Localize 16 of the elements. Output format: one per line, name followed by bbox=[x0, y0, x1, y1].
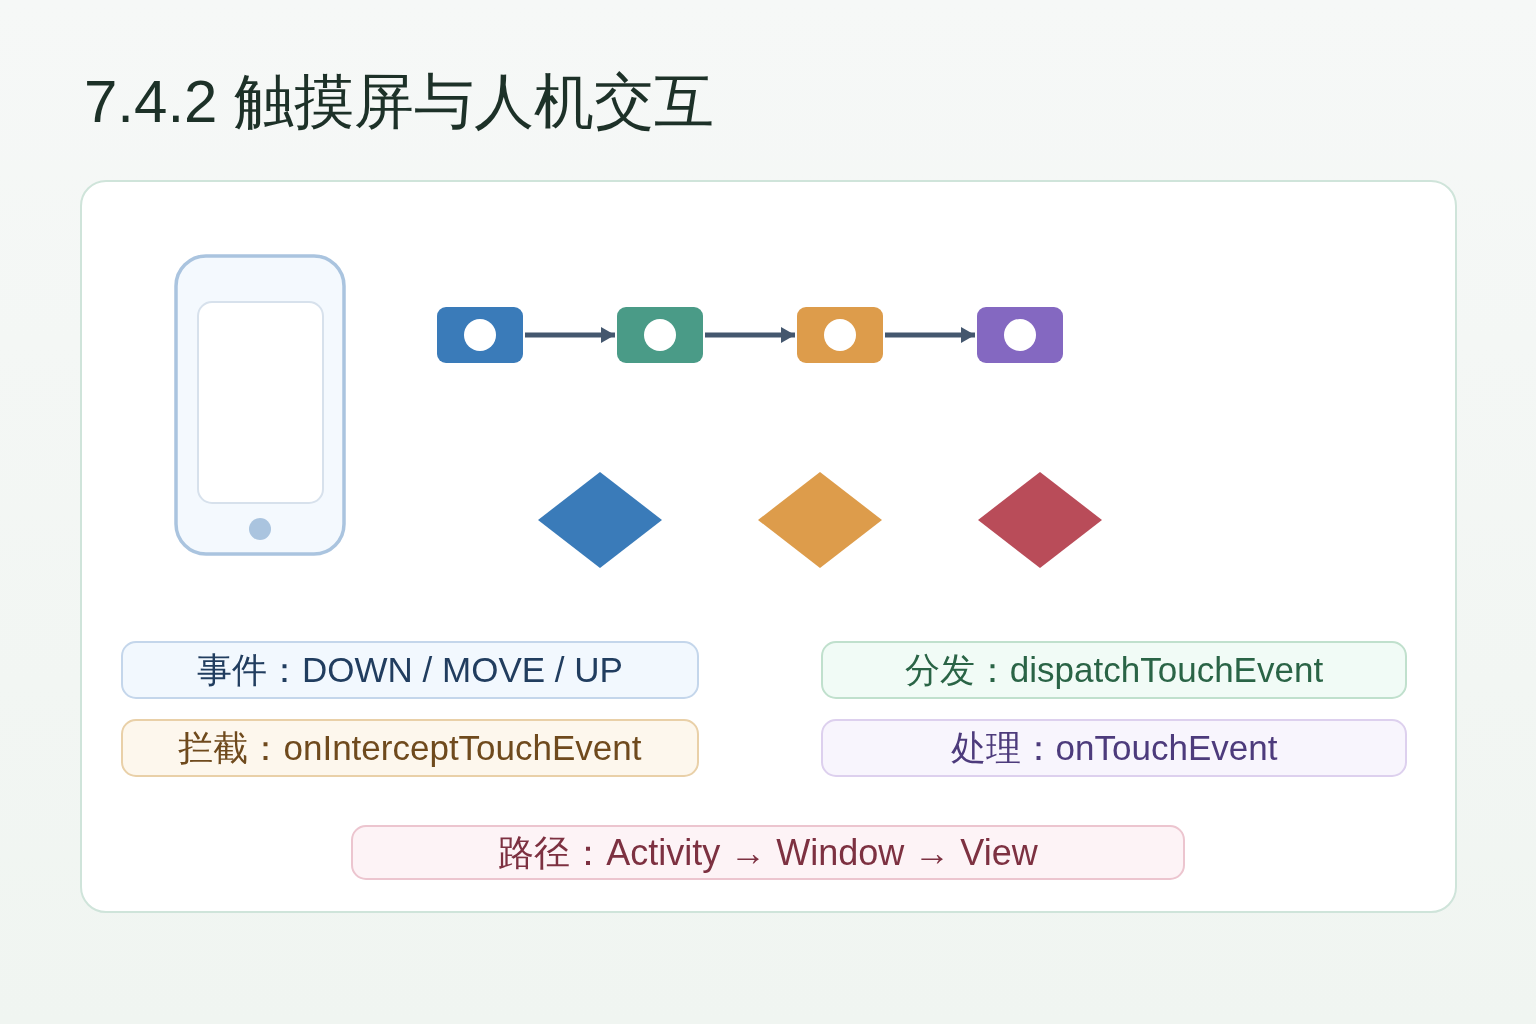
info-tag: 事件：DOWN / MOVE / UP bbox=[121, 641, 699, 699]
step-block bbox=[977, 307, 1063, 363]
step-block bbox=[617, 307, 703, 363]
arrow bbox=[705, 327, 795, 343]
arrow bbox=[525, 327, 615, 343]
diamond-shape bbox=[538, 472, 662, 568]
info-tag: 拦截：onInterceptTouchEvent bbox=[121, 719, 699, 777]
diamond-shape bbox=[978, 472, 1102, 568]
info-tag: 处理：onTouchEvent bbox=[821, 719, 1407, 777]
step-block bbox=[797, 307, 883, 363]
diamond-shape bbox=[758, 472, 882, 568]
title: 7.4.2 触摸屏与人机交互 bbox=[84, 67, 715, 137]
step-block bbox=[437, 307, 523, 363]
arrow bbox=[885, 327, 975, 343]
info-tag: 路径：Activity → Window → View bbox=[351, 825, 1185, 880]
info-tag: 分发：dispatchTouchEvent bbox=[821, 641, 1407, 699]
